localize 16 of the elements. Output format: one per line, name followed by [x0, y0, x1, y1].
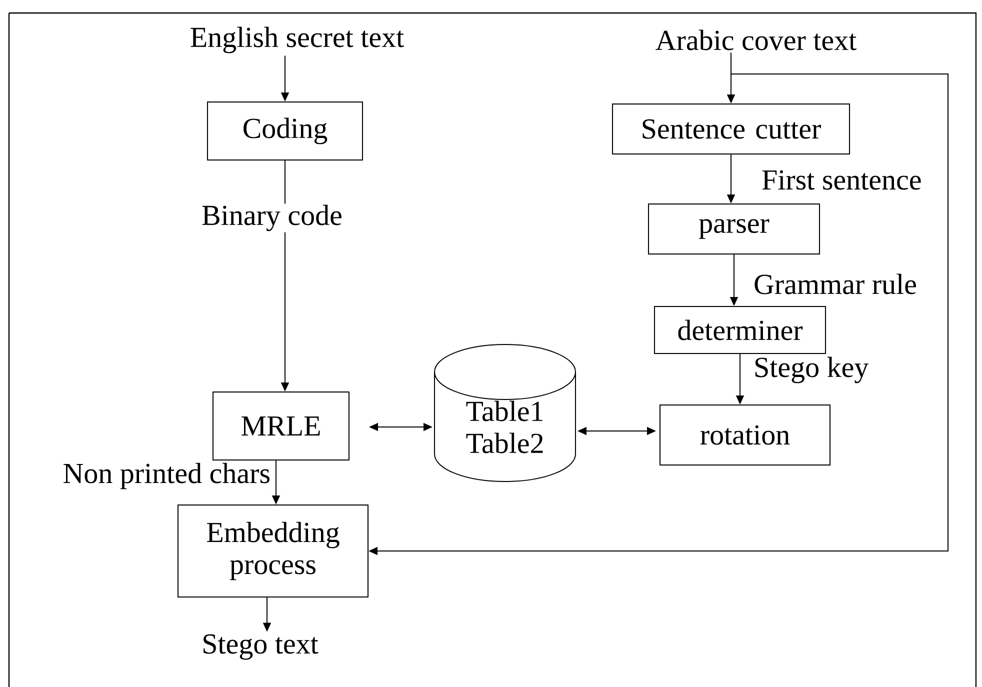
edge-label: Grammar rule [752, 272, 918, 296]
process-box: Coding [207, 102, 363, 160]
flow-text: English secret text [190, 26, 404, 54]
edge-label: First sentence [760, 169, 923, 191]
flow-text: Stego text [204, 634, 318, 660]
process-box: Embedding process [178, 504, 368, 598]
process-box: MRLE [212, 392, 350, 460]
process-box: Sentence cutter [612, 104, 850, 154]
process-box: determiner [654, 306, 826, 354]
process-box: rotation [660, 404, 830, 466]
process-box: parser [648, 204, 820, 254]
database-cylinder: Table1 Table2 [434, 344, 576, 482]
flow-text: Arabic cover text [656, 30, 856, 50]
edge-label: Binary code [200, 204, 344, 232]
edge-label: Stego key [752, 356, 870, 384]
edge-label: Non printed chars [62, 462, 272, 490]
